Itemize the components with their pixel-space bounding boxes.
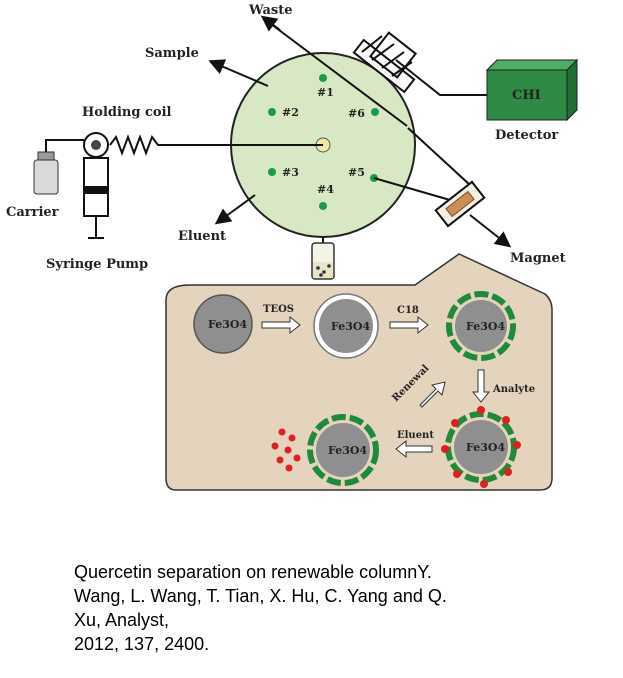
particle-3-coating [446,291,516,361]
step-eluent-label: Eluent [397,430,434,441]
port-label-1: #1 [317,86,334,99]
step-c18-label: C18 [397,305,419,316]
detector-box [485,58,579,122]
port-label-6: #6 [348,107,365,120]
port-label-3: #3 [282,166,299,179]
magnet-arrow [469,214,512,248]
sample-label: Sample [145,46,199,61]
eluent-arrow [214,194,256,225]
step-c18-arrow [389,315,429,335]
step-teos-arrow [261,315,301,335]
particle-3-label: Fe3O4 [466,320,505,333]
caption: Quercetin separation on renewable column… [74,560,604,656]
syringe-pump-label: Syringe Pump [46,257,148,272]
carrier-bottle [33,151,59,195]
step-analyte-arrow [471,369,491,403]
syringe-pump [83,157,109,239]
particle-1 [193,294,253,354]
port-dot-1 [319,74,327,82]
holding-coil [109,134,215,156]
step-analyte-label: Analyte [492,384,535,395]
port-label-4: #4 [317,183,334,196]
port-label-2: #2 [282,106,299,119]
released-analyte [271,428,301,472]
carrier-label: Carrier [6,205,59,220]
particle-5 [316,423,370,477]
detector-label: Detector [495,128,558,143]
port-dot-6 [371,108,379,116]
caption-line-2: Wang, L. Wang, T. Tian, X. Hu, C. Yang a… [74,586,447,606]
caption-line-3: Xu, Analyst, [74,610,170,630]
particle-5-coating [307,414,379,486]
particle-4 [454,420,508,474]
sample-arrow [208,59,269,87]
detector-to-magnet-line [407,127,471,186]
magnet-cell [434,180,486,228]
flow-system-diagram: #1 #2 #6 #3 #5 #4 CHI Detector Magnet Wa… [6,3,579,491]
eluent-label: Eluent [178,229,226,244]
particle-5-label: Fe3O4 [328,444,367,457]
electrode-cell [352,31,418,94]
waste-line [262,17,408,127]
waste-label: Waste [248,3,293,18]
step-teos-label: TEOS [263,304,294,315]
step-eluent-arrow [395,439,433,459]
particle-3 [455,300,507,352]
sample-tube [311,242,335,280]
port5-to-magnet-line [373,177,451,201]
step-renewal-arrow [419,381,446,408]
particle-4-label: Fe3O4 [466,441,505,454]
particle-2-label: Fe3O4 [331,320,370,333]
adsorbed-analyte [441,406,521,488]
detector-cable [395,59,487,96]
caption-line-1: Quercetin separation on renewable column… [74,562,432,582]
waste-arrow [260,15,281,32]
caption-line-4: 2012, 137, 2400. [74,634,210,654]
port-dot-3 [268,168,276,176]
port-dot-2 [268,108,276,116]
holding-coil-label: Holding coil [82,105,172,120]
port-dot-4 [319,202,327,210]
particle-2 [319,299,373,353]
magnet-label: Magnet [510,251,566,266]
particle-1-label: Fe3O4 [208,318,247,331]
port-label-5: #5 [348,166,365,179]
detector-box-label: CHI [512,88,541,103]
